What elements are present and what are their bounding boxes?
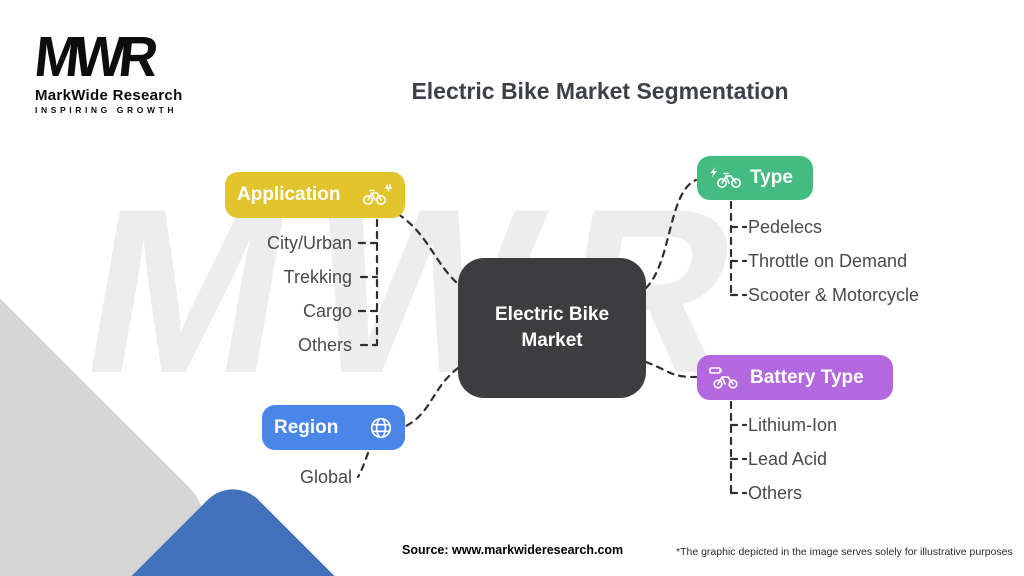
branch-label-battery-type: Battery Type: [750, 366, 864, 388]
page-title: Electric Bike Market Segmentation: [411, 78, 789, 104]
connector-application-center: [396, 212, 460, 286]
item-application-others: Others: [297, 335, 352, 355]
footer-disclaimer: *The graphic depicted in the image serve…: [676, 546, 1013, 558]
logo: MWR MarkWide Research INSPIRING GROWTH: [31, 25, 183, 115]
connector-center-type: [644, 178, 698, 290]
item-trekking: Trekking: [283, 267, 352, 287]
item-scooter-motorcycle: Scooter & Motorcycle: [748, 285, 920, 305]
logo-monogram: MWR: [31, 25, 156, 89]
central-node-label: Electric Bike Market: [494, 304, 610, 351]
item-pedelecs: Pedelecs: [748, 217, 823, 237]
item-battery-others: Others: [748, 483, 803, 503]
globe-icon: [370, 417, 392, 438]
connector-center-battery: [644, 360, 698, 379]
battery-bike-icon: [709, 366, 738, 389]
logo-name: MarkWide Research: [35, 87, 183, 104]
logo-tagline: INSPIRING GROWTH: [35, 105, 178, 115]
connector-region-global: [356, 451, 370, 479]
electric-bike-icon: [710, 167, 741, 188]
central-node: Electric Bike Market: [458, 258, 646, 398]
item-global: Global: [299, 467, 352, 487]
connector-center-region: [404, 366, 460, 428]
item-cargo: Cargo: [302, 301, 352, 321]
branch-label-application: Application: [237, 184, 341, 205]
item-throttle-on-demand: Throttle on Demand: [748, 251, 908, 271]
branch-label-region: Region: [274, 416, 339, 438]
electric-bike-icon: [363, 184, 393, 205]
item-lead-acid: Lead Acid: [748, 449, 828, 469]
item-city-urban: City/Urban: [266, 233, 352, 253]
branch-node-application: Application: [225, 172, 405, 218]
branch-node-region: Region: [262, 405, 405, 450]
footer-source: Source: www.markwideresearch.com: [402, 543, 624, 557]
item-lithium-ion: Lithium-Ion: [748, 415, 838, 435]
branch-node-type: Type: [697, 156, 813, 200]
branch-node-battery-type: Battery Type: [697, 355, 893, 400]
branch-label-type: Type: [750, 167, 793, 188]
